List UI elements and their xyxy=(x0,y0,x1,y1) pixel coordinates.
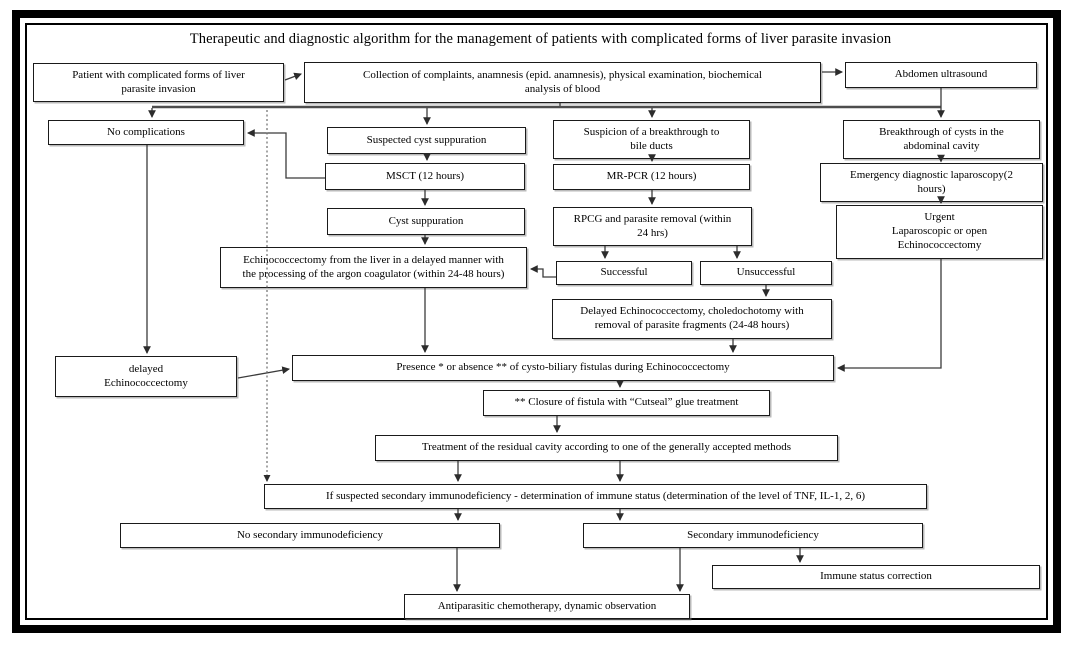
outer-frame-border xyxy=(12,10,1061,633)
node-urgent-echinococcectomy: Urgent Laparoscopic or open Echinococcec… xyxy=(836,205,1043,259)
node-no-secondary-immunodeficiency: No secondary immunodeficiency xyxy=(120,523,500,548)
node-unsuccessful: Unsuccessful xyxy=(700,261,832,285)
node-immune-status-correction: Immune status correction xyxy=(712,565,1040,589)
diagram-title: Therapeutic and diagnostic algorithm for… xyxy=(189,31,892,47)
node-mr-pcr: MR-PCR (12 hours) xyxy=(553,164,750,190)
node-treatment-residual-cavity: Treatment of the residual cavity accordi… xyxy=(375,435,838,461)
node-delayed-echinococcectomy: delayed Echinococcectomy xyxy=(55,356,237,397)
node-delayed-choledochotomy: Delayed Echinococcectomy, choledochotomy… xyxy=(552,299,832,339)
node-msct: MSCT (12 hours) xyxy=(325,163,525,190)
node-presence-absence-fistulas: Presence * or absence ** of cysto-biliar… xyxy=(292,355,834,381)
node-abdomen-ultrasound: Abdomen ultrasound xyxy=(845,62,1037,88)
node-breakthrough-abdominal: Breakthrough of cysts in the abdominal c… xyxy=(843,120,1040,159)
node-suspected-cyst-suppuration: Suspected cyst suppuration xyxy=(327,127,526,154)
node-rpcg: RPCG and parasite removal (within 24 hrs… xyxy=(553,207,752,246)
node-if-suspected-immunodeficiency: If suspected secondary immunodeficiency … xyxy=(264,484,927,509)
node-collection: Collection of complaints, anamnesis (epi… xyxy=(304,62,821,103)
node-cyst-suppuration: Cyst suppuration xyxy=(327,208,525,235)
node-successful: Successful xyxy=(556,261,692,285)
node-secondary-immunodeficiency: Secondary immunodeficiency xyxy=(583,523,923,548)
inner-frame-border xyxy=(25,23,1048,620)
node-no-complications: No complications xyxy=(48,120,244,145)
node-emergency-laparoscopy: Emergency diagnostic laparoscopy(2 hours… xyxy=(820,163,1043,202)
node-suspicion-bile-ducts: Suspicion of a breakthrough to bile duct… xyxy=(553,120,750,159)
node-closure-fistula: ** Closure of fistula with “Cutseal” glu… xyxy=(483,390,770,416)
node-patient: Patient with complicated forms of liver … xyxy=(33,63,284,102)
node-antiparasitic-chemotherapy: Antiparasitic chemotherapy, dynamic obse… xyxy=(404,594,690,619)
node-echinococcectomy-argon: Echinococcectomy from the liver in a del… xyxy=(220,247,527,288)
